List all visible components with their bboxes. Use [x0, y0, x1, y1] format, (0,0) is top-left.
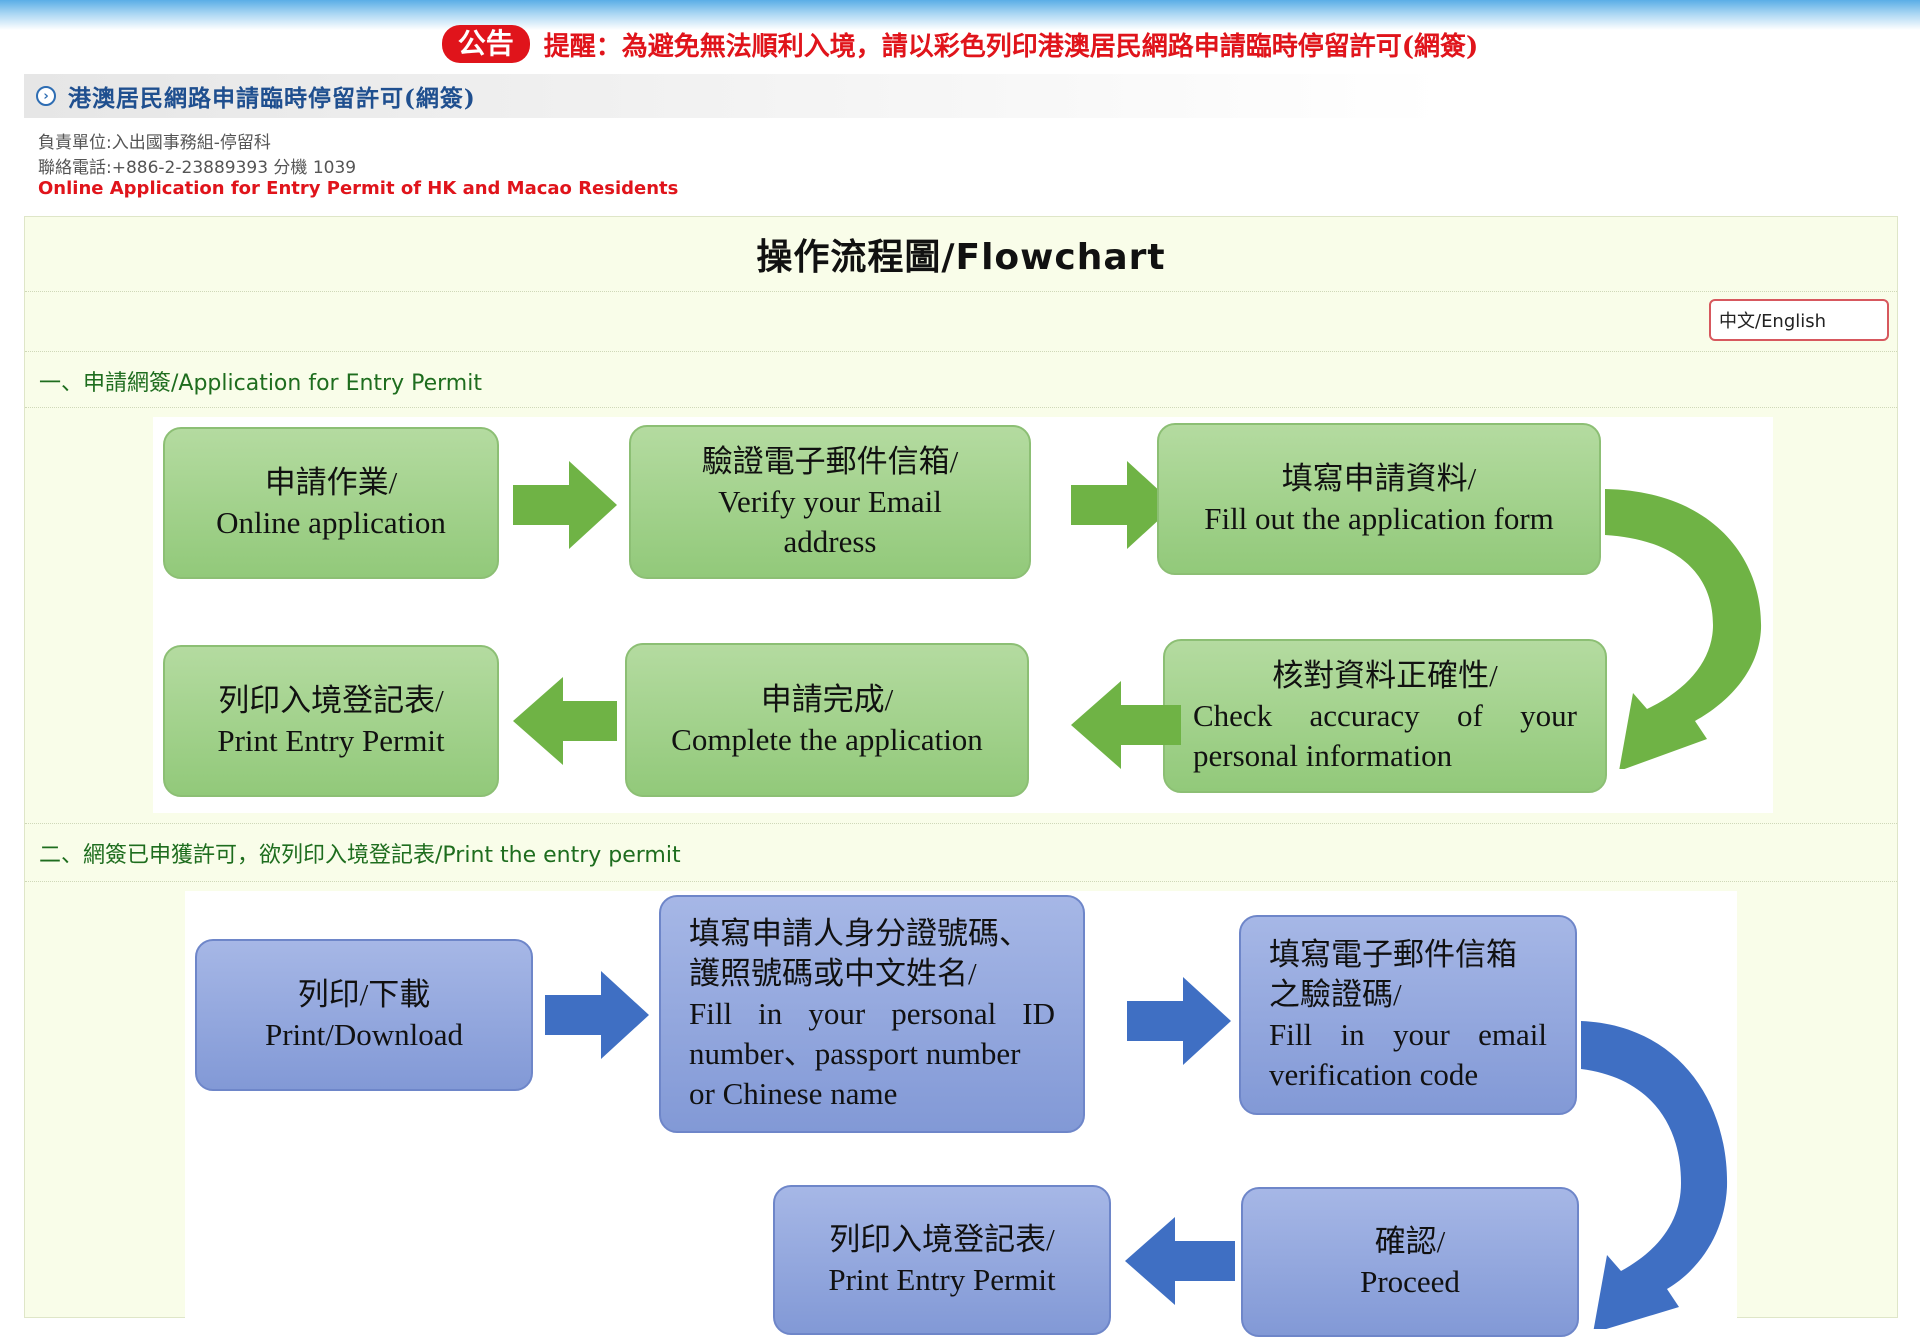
step-text: 列印/下載: [297, 977, 431, 1012]
divider: [25, 407, 1897, 408]
announcement-text[interactable]: 提醒：為避免無法順利入境，請以彩色列印港澳居民網路申請臨時停留許可(網簽): [543, 31, 1479, 62]
language-toggle-button[interactable]: 中文/English: [1709, 299, 1889, 341]
divider: [25, 291, 1897, 292]
step-print-download[interactable]: 列印/下載 Print/Download: [195, 939, 533, 1091]
chevron-right-circle-icon: ›: [36, 86, 56, 106]
step-word: email: [1478, 1017, 1547, 1052]
arrow-left-icon: [513, 677, 617, 765]
step-text: 填寫電子郵件信箱: [1269, 937, 1517, 972]
announcement-badge: 公告: [441, 25, 530, 63]
step-word: ID: [1022, 996, 1055, 1031]
step-text: Fill out the application form: [1204, 501, 1554, 536]
step-word: personal: [891, 996, 997, 1031]
section1-title: 一、申請網簽/Application for Entry Permit: [39, 371, 482, 396]
step-text: Proceed: [1360, 1264, 1460, 1299]
step-word: in: [758, 996, 783, 1031]
flowchart-panel: 操作流程圖/Flowchart 中文/English 一、申請網簽/Applic…: [24, 216, 1898, 1337]
step-word: in: [1340, 1017, 1365, 1052]
step-word: of: [1456, 698, 1483, 733]
announcement-bar: 公告 提醒：為避免無法順利入境，請以彩色列印港澳居民網路申請臨時停留許可(網簽): [0, 22, 1920, 66]
step-text: personal information: [1193, 738, 1453, 773]
page-title-bar: › 港澳居民網路申請臨時停留許可(網簽): [24, 74, 1444, 118]
step-text: 確認/: [1374, 1224, 1446, 1259]
arrow-right-icon: [1071, 461, 1175, 549]
step-print-permit[interactable]: 列印入境登記表/ Print Entry Permit: [773, 1185, 1111, 1335]
step-verify-email[interactable]: 驗證電子郵件信箱/ Verify your Email address: [629, 425, 1031, 579]
page-title: 港澳居民網路申請臨時停留許可(網簽): [68, 85, 476, 112]
step-word: Fill: [689, 996, 733, 1031]
step-text: 申請完成/: [760, 682, 894, 717]
step-text: Print/Download: [264, 1017, 464, 1052]
step-text: 驗證電子郵件信箱/: [701, 444, 959, 479]
top-gradient-bar: [0, 0, 1920, 30]
curved-arrow-down-icon: [1579, 1011, 1735, 1329]
section2-title: 二、網簽已申獲許可，欲列印入境登記表/Print the entry permi…: [39, 843, 681, 868]
arrow-left-icon: [1071, 681, 1181, 769]
step-text-justified: Check accuracy of your: [1193, 696, 1577, 736]
application-flowchart: 申請作業/ Online application 驗證電子郵件信箱/ Verif…: [153, 417, 1773, 813]
divider: [25, 823, 1897, 824]
step-text: Complete the application: [671, 722, 983, 757]
step-text: 列印入境登記表/: [218, 683, 444, 718]
divider: [25, 881, 1897, 882]
arrow-left-icon: [1125, 1217, 1235, 1305]
step-text: 填寫申請人身分證號碼、: [689, 916, 1030, 951]
step-online-application[interactable]: 申請作業/ Online application: [163, 427, 499, 579]
step-print-permit[interactable]: 列印入境登記表/ Print Entry Permit: [163, 645, 499, 797]
step-word: accuracy: [1309, 698, 1420, 733]
flowchart-title: 操作流程圖/Flowchart: [756, 237, 1166, 278]
step-complete[interactable]: 申請完成/ Complete the application: [625, 643, 1029, 797]
step-text: 核對資料正確性/: [1272, 658, 1498, 693]
step-text: Verify your Email: [718, 484, 942, 519]
step-confirm[interactable]: 確認/ Proceed: [1241, 1187, 1579, 1337]
arrow-right-icon: [1127, 977, 1231, 1065]
phone-info: 聯絡電話:+886-2-23889393 分機 1039: [38, 158, 357, 178]
step-check-accuracy[interactable]: 核對資料正確性/ Check accuracy of your personal in…: [1163, 639, 1607, 793]
step-text: Online application: [216, 505, 446, 540]
step-text: verification code: [1269, 1057, 1479, 1092]
step-text: 申請作業/: [264, 465, 398, 500]
step-word: Check: [1193, 698, 1273, 733]
department-info: 負責單位:入出國事務組-停留科: [38, 133, 271, 153]
curved-arrow-down-icon: [1603, 479, 1773, 769]
step-word: your: [1520, 698, 1577, 733]
arrow-right-icon: [545, 971, 649, 1059]
step-text: 列印入境登記表/: [829, 1222, 1055, 1257]
print-permit-flowchart: 列印/下載 Print/Download 填寫申請人身分證號碼、 護照號碼或中文…: [185, 891, 1737, 1337]
step-text: 護照號碼或中文姓名/: [689, 956, 977, 991]
step-text: address: [783, 524, 877, 559]
step-text: Print Entry Permit: [828, 1262, 1056, 1297]
arrow-right-icon: [513, 461, 617, 549]
step-word: your: [1392, 1017, 1450, 1052]
step-fill-form[interactable]: 填寫申請資料/ Fill out the application form: [1157, 423, 1601, 575]
step-text: or Chinese name: [689, 1076, 898, 1111]
step-text: 之驗證碼/: [1269, 977, 1402, 1012]
step-word: Fill: [1269, 1017, 1313, 1052]
step-text: number、passport number: [689, 1036, 1021, 1071]
divider: [25, 351, 1897, 352]
step-text: Print Entry Permit: [217, 723, 445, 758]
step-word: your: [808, 996, 866, 1031]
english-title-link[interactable]: Online Application for Entry Permit of H…: [38, 178, 679, 199]
step-text: 填寫申請資料/: [1281, 461, 1477, 496]
